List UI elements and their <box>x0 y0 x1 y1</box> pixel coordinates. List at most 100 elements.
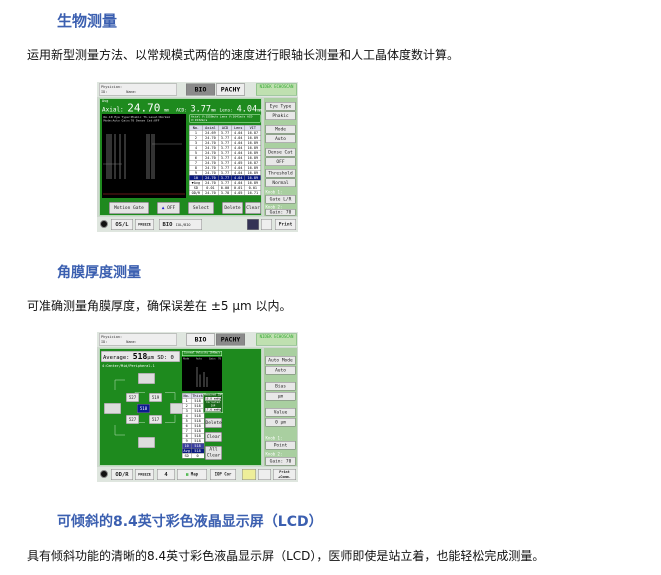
probe-icon[interactable] <box>100 470 108 478</box>
folder-icon[interactable] <box>242 469 256 480</box>
probe-icon[interactable] <box>100 220 108 228</box>
measurement-header: Axial: 24.70 mm ACD: 3.77mm Lens: 4.04mm <box>102 102 262 115</box>
off-button[interactable]: ▲ OFF <box>157 202 180 214</box>
knob2-value[interactable]: Gain: 70 <box>265 209 296 216</box>
clear-button[interactable]: Clear <box>245 202 261 214</box>
table-cell: 3.78 <box>218 190 232 196</box>
eye-button[interactable]: OD/R <box>111 469 133 480</box>
map-point-bottom[interactable] <box>138 437 155 448</box>
velocity-box: Axial V:1550m/s Lens V:1641m/s ACD V:153… <box>189 114 261 123</box>
dense-cat-button[interactable]: OFF <box>265 157 296 166</box>
tab-pachy[interactable]: PACHY <box>216 83 245 96</box>
table-cell: Avg <box>182 448 192 454</box>
map-icon: ▦ <box>185 472 189 477</box>
display-icon[interactable] <box>247 219 259 230</box>
velocity-box: Corneal Velocity 1640m/s <box>182 351 222 356</box>
iop-cor-button[interactable]: IOP Cor <box>210 469 236 480</box>
bottom-bar: OD/R FREEZE 4 ▦ Map IOP Cor Print +Comm. <box>97 467 298 482</box>
eye-button[interactable]: OS/L <box>111 219 133 230</box>
table-cell: 4.05 <box>231 190 246 196</box>
biometry-screenshot: Physician:ID: Name: BIO PACHY NIDEK ECHO… <box>97 82 298 232</box>
knob1-label: Knob 1: <box>265 190 283 195</box>
waveform-graph <box>196 367 208 387</box>
tab-bio[interactable]: BIO <box>186 83 215 96</box>
section-heading-biometry: 生物测量 <box>57 12 118 30</box>
map-value-upper-left[interactable]: 527 <box>126 393 139 402</box>
value-button[interactable]: 0 µm <box>265 418 296 427</box>
map-button[interactable]: ▦ Map <box>177 469 207 480</box>
table-cell: OD/R <box>189 190 203 196</box>
bio-main-panel: Avg Axial: 24.70 mm ACD: 3.77mm Lens: 4.… <box>99 98 262 216</box>
value-label: Value <box>265 408 296 417</box>
save-icon[interactable] <box>258 469 271 480</box>
dense-cat-label: Dense Cat <box>265 148 296 157</box>
save-icon[interactable] <box>261 219 272 230</box>
clear-button[interactable]: Clear <box>205 432 222 442</box>
pachymetry-screenshot: Physician:ID: Name: BIO PACHY NIDEK ECHO… <box>97 332 298 482</box>
freeze-button[interactable]: FREEZE <box>135 219 154 230</box>
mode-button[interactable]: Auto <box>265 134 296 143</box>
mode-label: Avg <box>102 99 109 103</box>
bias-button[interactable]: µm <box>265 392 296 401</box>
eye-type-label: Eye Type <box>265 102 296 111</box>
eye-type-button[interactable]: Phakic <box>265 111 296 120</box>
a-scan-waveform: No.10 Eye Type:Phakic Th.Level:Normal Mo… <box>102 114 186 198</box>
table-cell: 16.71 <box>244 190 261 196</box>
map-value-center[interactable]: 518 <box>137 404 150 413</box>
select-button[interactable]: Select <box>188 202 214 214</box>
tab-pachy[interactable]: PACHY <box>216 333 245 346</box>
knob1-value[interactable]: Gate L/R <box>265 195 296 204</box>
tab-bio[interactable]: BIO <box>186 333 215 346</box>
waveform-graph <box>103 134 185 195</box>
knob2-label: Knob 2: <box>265 452 283 457</box>
all-clear-button[interactable]: All Clear <box>205 446 222 460</box>
map-point-top[interactable] <box>138 373 155 384</box>
count-button[interactable]: 4 <box>157 469 175 480</box>
knob2-value[interactable]: Gain: 70 <box>265 457 296 466</box>
table-cell: 24.70 <box>202 190 219 196</box>
motion-gate-button[interactable]: Motion Gate <box>109 202 149 214</box>
bio-iol-button[interactable]: BIO IOL/BIO <box>159 219 202 230</box>
knob2-label: Knob 2: <box>265 205 283 210</box>
bottom-bar: OS/L FREEZE BIO IOL/BIO Print <box>97 217 298 232</box>
delete-button[interactable]: Delete <box>205 418 222 428</box>
average-display: Average: 518µm SD: 0 <box>101 351 180 362</box>
map-point-left[interactable] <box>104 403 121 414</box>
map-value-lower-left[interactable]: 527 <box>126 415 139 424</box>
print-comm-button[interactable]: Print +Comm. <box>273 469 296 480</box>
map-value-lower-right[interactable]: 517 <box>149 415 162 424</box>
section-text-lcd: 具有倾斜功能的清晰的8.4英寸彩色液晶显示屏（LCD），医师即使是站立着，也能轻… <box>27 549 545 563</box>
threshold-button[interactable]: Normal <box>265 178 296 187</box>
triangle-up-icon: ▲ <box>161 205 165 211</box>
knob1-label: Knob 1: <box>265 436 283 441</box>
bio-side-panel: Eye Type Phakic Mode Auto Dense Cat OFF … <box>264 98 297 216</box>
knob1-value[interactable]: Point <box>265 441 296 450</box>
section-text-biometry: 运用新型测量方法、以常规模式两倍的速度进行眼轴长测量和人工晶体度数计算。 <box>27 48 460 62</box>
table-cell: 0 <box>190 453 205 459</box>
bias-label: Bias <box>265 382 296 391</box>
pachy-main-panel: Average: 518µm SD: 0 4:Center/Mid/Periph… <box>99 348 262 466</box>
nidek-logo: NIDEK ECHOSCAN <box>256 83 297 96</box>
physician-box: Physician:ID: Name: <box>99 333 177 346</box>
auto-mode-button[interactable]: Auto <box>265 366 296 375</box>
auto-mode-label: Auto Mode <box>265 356 296 365</box>
delete-button[interactable]: Delete <box>222 202 243 214</box>
freeze-button[interactable]: FREEZE <box>135 469 154 480</box>
map-label: 4:Center/Mid/Peripheral-1 <box>102 364 155 368</box>
section-text-pachymetry: 可准确测量角膜厚度，确保误差在 ±5 μm 以内。 <box>27 299 292 313</box>
print-button[interactable]: Print <box>275 219 296 230</box>
map-value-upper-right[interactable]: 519 <box>149 393 162 402</box>
threshold-label: Threshold <box>265 169 296 178</box>
table-header: No.Thick <box>182 393 205 399</box>
